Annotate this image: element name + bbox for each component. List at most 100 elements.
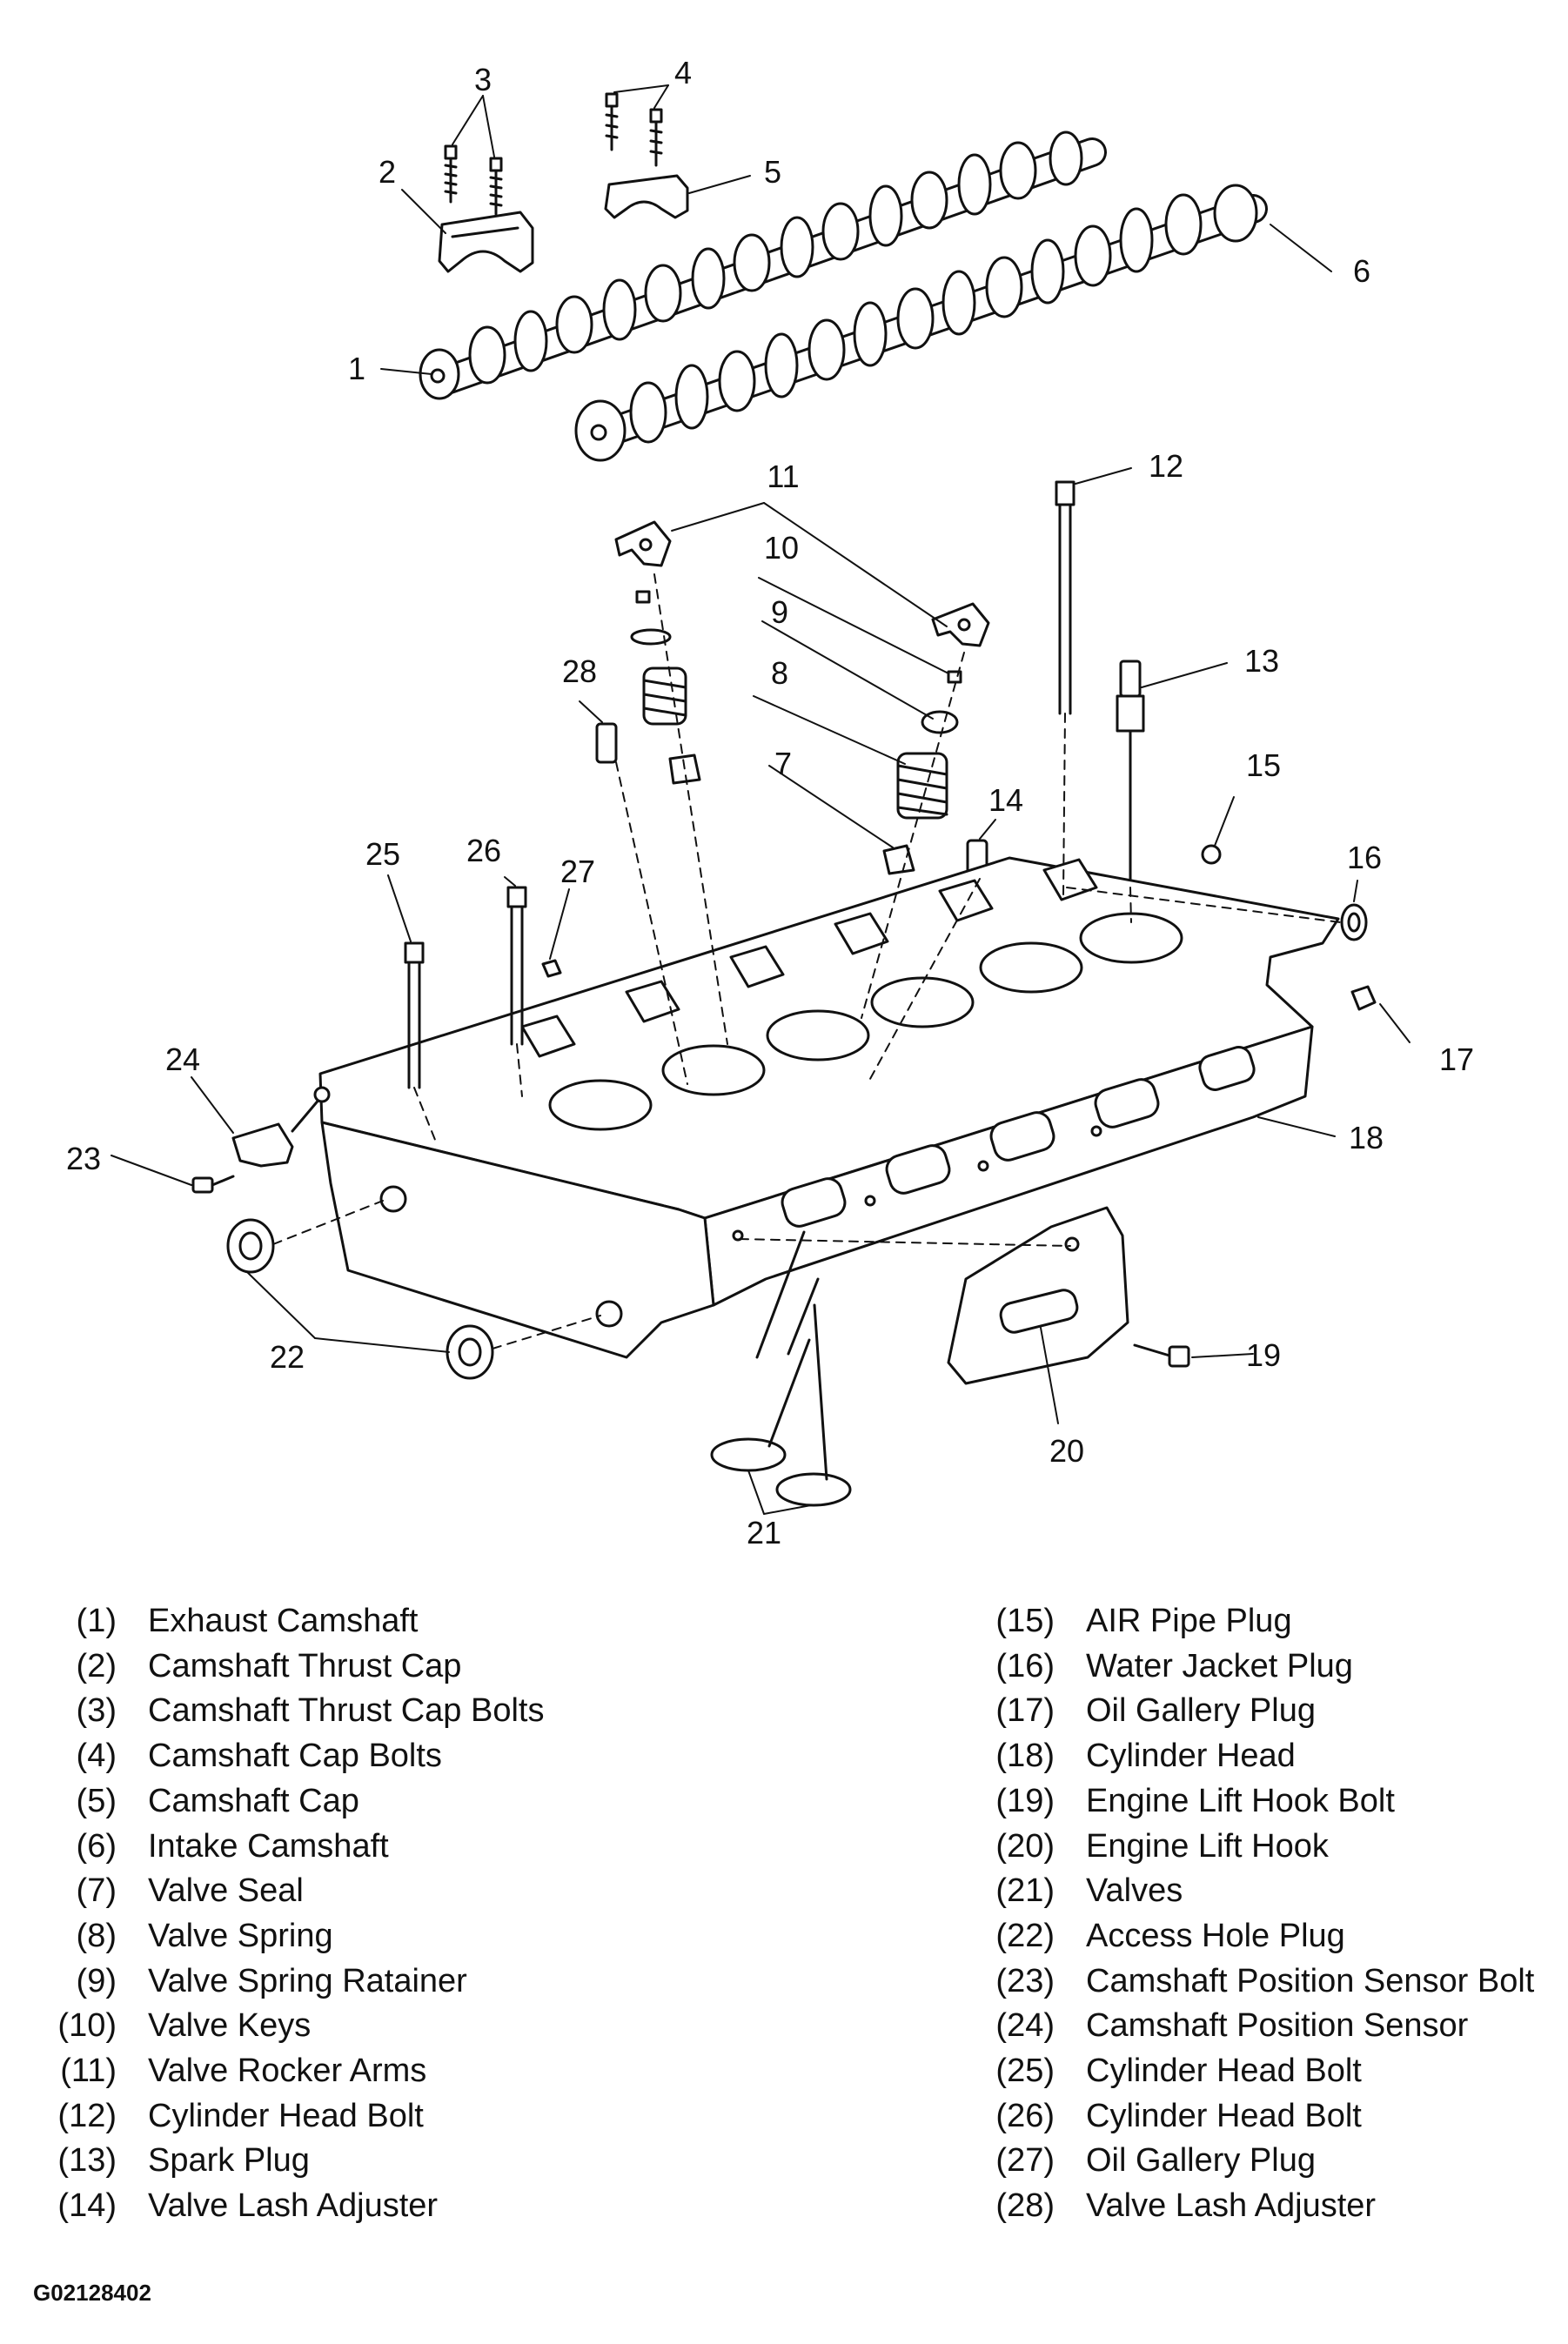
camshaft-cap: [604, 174, 689, 219]
legend-item-19: (19)Engine Lift Hook Bolt: [964, 1779, 1534, 1825]
legend-item-23: (23)Camshaft Position Sensor Bolt: [964, 1959, 1534, 2005]
callout-13: 13: [1244, 643, 1279, 679]
legend-number: (5): [76, 1782, 117, 1819]
legend-number: (28): [995, 2187, 1055, 2225]
callout-15: 15: [1246, 747, 1281, 783]
legend-item-3: (3) Camshaft Thrust Cap Bolts: [26, 1689, 545, 1734]
legend-item-13: (13)Spark Plug: [26, 2139, 544, 2184]
legend-item-6: (6) Intake Camshaft: [26, 1825, 544, 1870]
legend-label: AIR Pipe Plug: [1086, 1603, 1292, 1639]
legend-item-2: (2)Camshaft Thrust Cap: [26, 1644, 544, 1690]
callout-27: 27: [560, 854, 595, 889]
legend-label: Spark Plug: [148, 2142, 310, 2180]
callout-23: 23: [66, 1141, 101, 1176]
legend-number: (25): [995, 2053, 1055, 2090]
legend-item-20: (20)Engine Lift Hook: [964, 1825, 1534, 1870]
legend-item-1: (1)Exhaust Camshaft: [26, 1599, 544, 1644]
camshaft-thrust-cap-bolts: [444, 144, 503, 216]
legend-item-26: (26) Cylinder Head Bolt: [964, 2094, 1534, 2140]
legend-label: Cylinder Head: [1086, 1738, 1296, 1775]
legend-number: (12): [57, 2097, 117, 2134]
legend-label: Valve Spring Ratainer: [148, 1962, 467, 1999]
legend-item-8: (8) Valve Spring: [26, 1914, 544, 1959]
callout-7: 7: [774, 746, 792, 781]
oil-gallery-plug-17: [1350, 985, 1377, 1011]
legend-label: Intake Camshaft: [148, 1827, 389, 1865]
legend-item-28: (28) Valve Lash Adjuster: [964, 2184, 1534, 2229]
legend-item-24: (24)Camshaft Position Sensor: [964, 2004, 1534, 2049]
callout-10: 10: [764, 530, 799, 566]
legend-number: (3): [76, 1692, 117, 1730]
callout-2: 2: [379, 154, 396, 190]
callout-20: 20: [1049, 1433, 1084, 1469]
valve-lash-adjuster: [595, 722, 988, 877]
legend-number: (22): [995, 1917, 1055, 1954]
callout-17: 17: [1439, 1041, 1474, 1077]
legend-label: Valve Lash Adjuster: [1086, 2187, 1377, 2225]
legend-item-10: (10)Valve Keys: [26, 2004, 544, 2049]
legend-item-17: (17)Oil Gallery Plug: [964, 1689, 1534, 1734]
exploded-view-diagram: 1 2 3 4 5 6 7 8 9 10 11 12 13 14 15 16 1…: [66, 55, 1474, 1550]
legend-number: (7): [76, 1872, 117, 1910]
water-jacket-plug: [1340, 903, 1368, 941]
legend-number: (15): [995, 1603, 1055, 1639]
callout-3: 3: [474, 62, 492, 97]
engine-lift-hook-bolt: [1133, 1343, 1190, 1368]
callout-5: 5: [764, 154, 781, 190]
legend-item-7: (7) Valve Seal: [26, 1869, 544, 1914]
legend-label: Valves: [1086, 1872, 1183, 1910]
callout-18: 18: [1349, 1120, 1384, 1155]
exhaust-camshaft: [419, 131, 1107, 400]
legend-number: (26): [995, 2097, 1055, 2134]
legend-item-12: (12) Cylinder Head Bolt: [26, 2094, 544, 2140]
legend-item-16: (16)Water Jacket Plug: [964, 1644, 1534, 1690]
legend-item-5: (5) Camshaft Cap: [26, 1779, 544, 1825]
legend-label: Valve Spring: [148, 1917, 333, 1954]
callout-6: 6: [1353, 253, 1370, 289]
spark-plug: [1116, 660, 1145, 889]
callout-16: 16: [1347, 840, 1382, 875]
legend-number: (10): [57, 2007, 117, 2045]
legend-number: (11): [60, 2053, 117, 2090]
legend-label: Cylinder Head Bolt: [1086, 2097, 1362, 2134]
camshaft-position-sensor-bolt: [191, 1175, 235, 1194]
legend-number: (23): [995, 1962, 1055, 1999]
callout-8: 8: [771, 655, 788, 691]
legend-label: Valve Rocker Arms: [148, 2053, 427, 2090]
legend-label: Oil Gallery Plug: [1086, 2142, 1316, 2180]
legend-label: Camshaft Thrust Cap: [148, 1647, 462, 1684]
callout-labels: 1 2 3 4 5 6 7 8 9 10 11 12 13 14 15 16 1…: [66, 55, 1474, 1550]
callout-26: 26: [466, 833, 501, 868]
camshaft-position-sensor: [231, 1086, 331, 1168]
callout-28: 28: [562, 653, 597, 689]
legend-right-column: (15)AIR Pipe Plug (16)Water Jacket Plug …: [964, 1599, 1534, 2229]
legend-item-21: (21) Valves: [964, 1869, 1534, 1914]
legend-number: (9): [76, 1962, 117, 1999]
legend-label: Water Jacket Plug: [1086, 1647, 1353, 1684]
callout-9: 9: [771, 594, 788, 630]
legend-item-14: (14)Valve Lash Adjuster: [26, 2184, 544, 2229]
legend-label: Camshaft Position Sensor: [1086, 2007, 1469, 2045]
legend-number: (6): [76, 1827, 117, 1865]
intake-camshaft: [574, 184, 1268, 462]
legend-label: Camshaft Cap: [148, 1782, 359, 1819]
legend-number: (17): [995, 1692, 1055, 1730]
legend-number: (1): [76, 1603, 117, 1639]
legend-number: (8): [76, 1917, 117, 1954]
legend-label: Cylinder Head Bolt: [148, 2097, 424, 2134]
legend-item-11: (11) Valve Rocker Arms: [26, 2049, 544, 2094]
cylinder-head-bolt-12: [1055, 480, 1075, 715]
legend-number: (21): [995, 1872, 1055, 1910]
legend-item-9: (9) Valve Spring Ratainer: [26, 1959, 544, 2005]
legend-left-column: (1)Exhaust Camshaft (2)Camshaft Thrust C…: [26, 1599, 544, 2229]
legend-label: Valve Seal: [148, 1872, 304, 1910]
legend-number: (14): [57, 2187, 117, 2225]
air-pipe-plug: [1201, 844, 1222, 865]
legend-number: (18): [995, 1738, 1055, 1775]
callout-11: 11: [767, 459, 799, 494]
legend-number: (27): [995, 2142, 1055, 2180]
legend-label: Camshaft Thrust Cap Bolts: [148, 1692, 545, 1730]
legend-label: Cylinder Head Bolt: [1086, 2053, 1362, 2090]
legend-item-27: (27) Oil Gallery Plug: [964, 2139, 1534, 2184]
valve-rocker-arms: [614, 520, 990, 647]
